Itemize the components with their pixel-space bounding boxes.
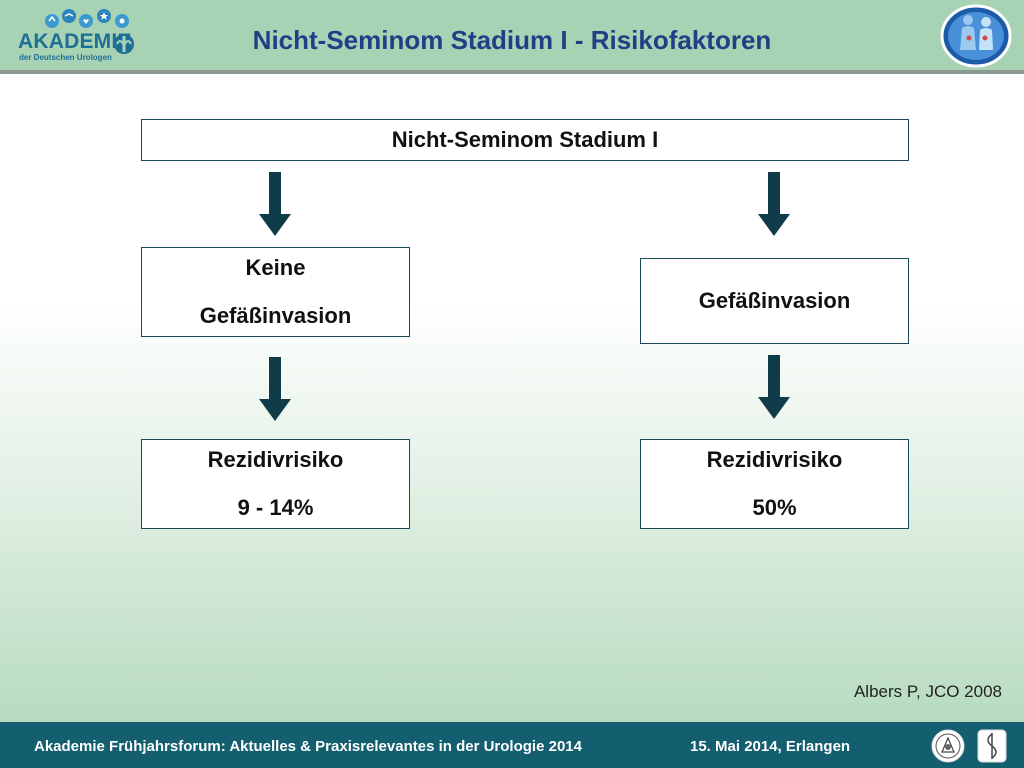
left-condition-line-2: Gefäßinvasion <box>199 303 352 328</box>
footer-bar: Akademie Frühjahrsforum: Aktuelles & Pra… <box>0 722 1024 768</box>
right-outcome-line-2: 50% <box>752 495 797 520</box>
arrow-root-to-right <box>758 172 790 236</box>
arrow-root-to-left <box>259 172 291 236</box>
anatomy-globe-icon <box>940 4 1012 68</box>
arrow-left-to-outcome <box>259 357 291 421</box>
left-outcome-line-1: Rezidivrisiko <box>207 447 344 472</box>
akademie-logo: AKADEMIE der Deutschen Urologen <box>18 6 138 64</box>
citation: Albers P, JCO 2008 <box>853 682 1002 701</box>
left-outcome-line-2: 9 - 14% <box>237 495 314 520</box>
arrow-right-to-outcome <box>758 355 790 419</box>
page-title: Nicht-Seminom Stadium I - Risikofaktoren <box>252 25 772 55</box>
right-condition-line-1: Gefäßinvasion <box>698 288 851 313</box>
root-node-label: Nicht-Seminom Stadium I <box>391 127 659 152</box>
faculty-seal-icon <box>977 729 1007 763</box>
left-condition-line-1: Keine <box>245 255 306 280</box>
left-outcome-node: Rezidivrisiko 9 - 14% <box>141 439 410 529</box>
bird-icon <box>62 9 76 23</box>
logo-symbol-icon <box>114 34 134 54</box>
logo-wordmark: AKADEMIE <box>18 30 132 53</box>
right-condition-node: Gefäßinvasion <box>640 258 909 344</box>
root-node: Nicht-Seminom Stadium I <box>141 119 909 161</box>
right-outcome-line-1: Rezidivrisiko <box>706 447 843 472</box>
footer-event: Akademie Frühjahrsforum: Aktuelles & Pra… <box>34 738 582 755</box>
logo-icons <box>45 9 129 28</box>
university-seal-icon <box>931 729 965 763</box>
left-condition-node: Keine Gefäßinvasion <box>141 247 410 337</box>
footer-date: 15. Mai 2014, Erlangen <box>690 738 851 755</box>
logo-subtitle: der Deutschen Urologen <box>19 53 112 62</box>
header-bar <box>0 0 1024 70</box>
runner-icon <box>45 14 59 28</box>
right-outcome-node: Rezidivrisiko 50% <box>640 439 909 529</box>
header-divider <box>0 70 1024 74</box>
